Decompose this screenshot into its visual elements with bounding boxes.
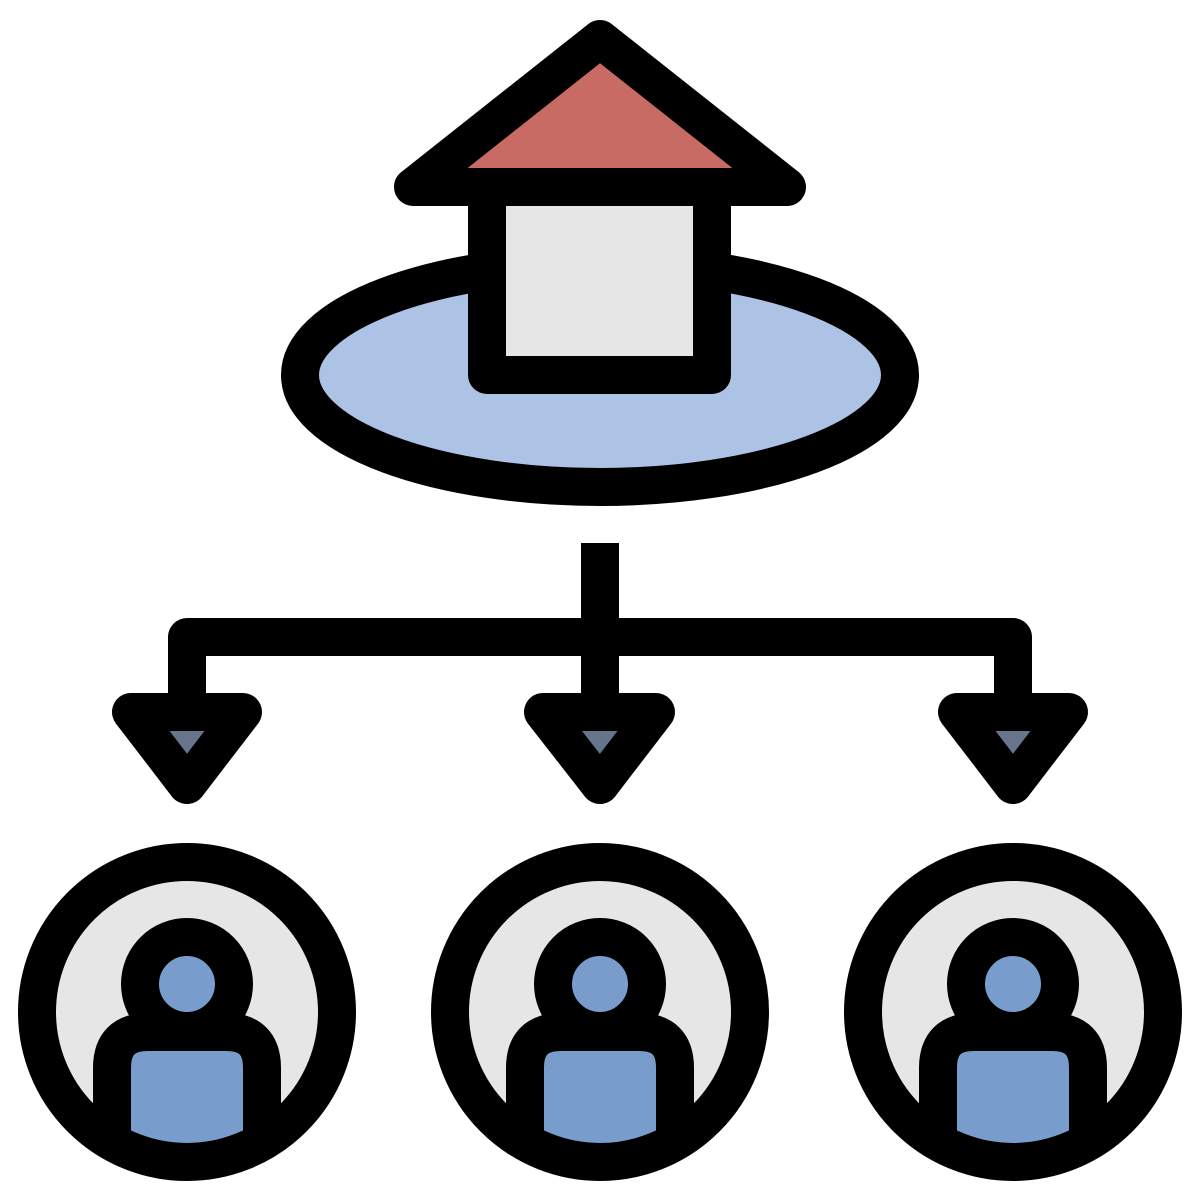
person-avatar-left <box>18 843 356 1181</box>
house-roof <box>394 20 806 206</box>
avatar-ring <box>431 843 769 1181</box>
person-avatar-right <box>844 843 1182 1181</box>
branch-bar <box>168 618 1032 712</box>
avatar-ring <box>18 843 356 1181</box>
avatar-ring <box>844 843 1182 1181</box>
person-head <box>947 918 1079 1050</box>
arrow-head-left <box>112 693 262 804</box>
person-head <box>121 918 253 1050</box>
house-body <box>468 168 731 394</box>
connector-lines <box>168 543 1032 712</box>
person-avatar-center <box>431 843 769 1181</box>
person-head <box>534 918 666 1050</box>
arrow-head-right <box>938 693 1088 804</box>
arrow-head-center <box>524 693 675 804</box>
